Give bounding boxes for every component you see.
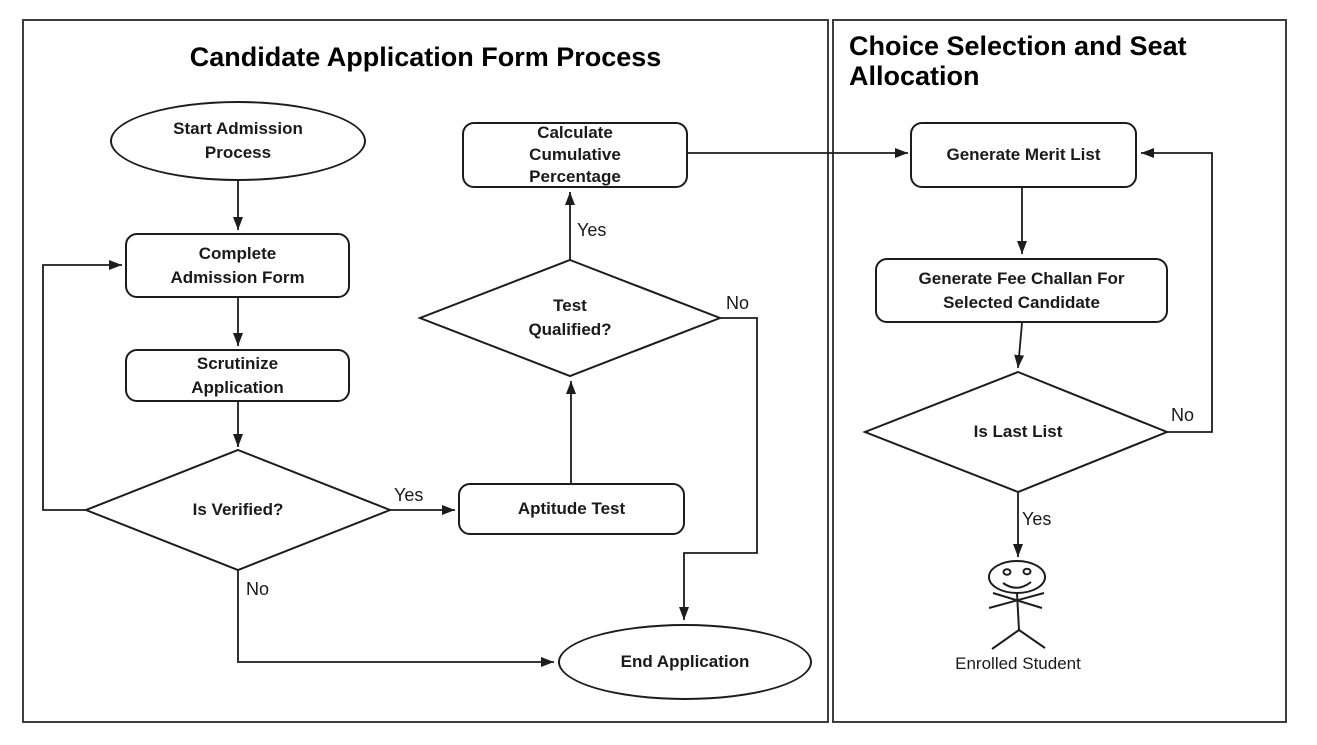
stick-figure-enrolled-student: [988, 560, 1046, 650]
stick-figure-eye-right: [1022, 567, 1032, 576]
stick-figure-legs: [991, 629, 1046, 650]
decision-is-verified: [83, 448, 393, 572]
node-challan-line2: Selected Candidate: [943, 292, 1100, 312]
node-aptitude-test: Aptitude Test: [458, 483, 685, 535]
arrow-fee-challan-to-last-list: [1014, 322, 1025, 369]
edge-label-verified-yes: Yes: [394, 485, 424, 505]
node-complete-line1: Complete: [198, 243, 277, 263]
test-qualified-line2: Qualified?: [528, 320, 612, 339]
node-complete-admission-form: Complete Admission Form: [125, 233, 350, 298]
arrow-test-no-to-end: [679, 317, 758, 620]
edge-label-test-no: No: [726, 293, 750, 313]
is-verified-text: Is Verified?: [192, 500, 284, 519]
left-panel-title: Candidate Application Form Process: [189, 42, 662, 72]
node-challan-line1: Generate Fee Challan For: [918, 268, 1125, 288]
decision-is-verified-label: Is Verified?: [158, 486, 318, 534]
edge-label-last-list-no: No: [1171, 405, 1195, 425]
arrow-verified-no-to-end: [237, 570, 554, 667]
edge-label-test-yes: Yes: [577, 220, 607, 240]
stick-figure-eye-left: [1002, 568, 1012, 576]
node-scrutinize-line2: Application: [191, 377, 284, 397]
node-merit-line1: Generate Merit List: [946, 145, 1101, 164]
enrolled-student-caption: Enrolled Student: [955, 654, 1081, 673]
decision-is-last-list-label: Is Last List: [938, 408, 1098, 456]
panel-choice-selection-seat-allocation: [832, 19, 1287, 723]
stick-figure-arms: [988, 592, 1045, 609]
decision-test-qualified: [417, 258, 723, 378]
right-panel-title: Choice Selection and Seat Allocation: [849, 31, 1269, 91]
edge-label-verified-no: No: [246, 579, 270, 599]
node-calculate-line3: Percentage: [529, 167, 621, 186]
node-calculate-line2: Cumulative: [529, 145, 621, 164]
panel-candidate-application-process: [22, 19, 829, 723]
node-end-line1: End Application: [620, 652, 750, 671]
right-panel-title-line2: Allocation: [849, 61, 980, 91]
right-panel-title-line1: Choice Selection and Seat: [849, 31, 1187, 61]
node-scrutinize-application: Scrutinize Application: [125, 349, 350, 402]
node-start-line1: Start Admission: [173, 119, 303, 138]
node-calculate-line1: Calculate: [537, 123, 613, 142]
decision-test-qualified-label: Test Qualified?: [490, 294, 650, 342]
test-qualified-line1: Test: [553, 296, 587, 315]
stick-figure-smile: [1002, 581, 1032, 589]
node-aptitude-line1: Aptitude Test: [517, 499, 626, 518]
node-complete-line2: Admission Form: [170, 267, 305, 287]
node-calculate-cumulative-percentage: Calculate Cumulative Percentage: [462, 122, 688, 188]
stick-figure-body: [1016, 592, 1020, 631]
edge-label-last-list-yes: Yes: [1022, 509, 1052, 529]
arrow-last-list-no-to-merit: [1141, 148, 1213, 433]
is-last-list-text: Is Last List: [973, 422, 1063, 441]
node-start-admission-process: Start Admission Process: [110, 101, 366, 181]
node-generate-merit-list: Generate Merit List: [910, 122, 1137, 188]
node-end-application: End Application: [558, 624, 812, 700]
decision-is-last-list: [862, 370, 1170, 494]
node-generate-fee-challan: Generate Fee Challan For Selected Candid…: [875, 258, 1168, 323]
node-scrutinize-line1: Scrutinize: [196, 353, 279, 373]
node-start-line2: Process: [204, 143, 272, 162]
arrow-verified-loop-to-complete: [42, 260, 122, 511]
